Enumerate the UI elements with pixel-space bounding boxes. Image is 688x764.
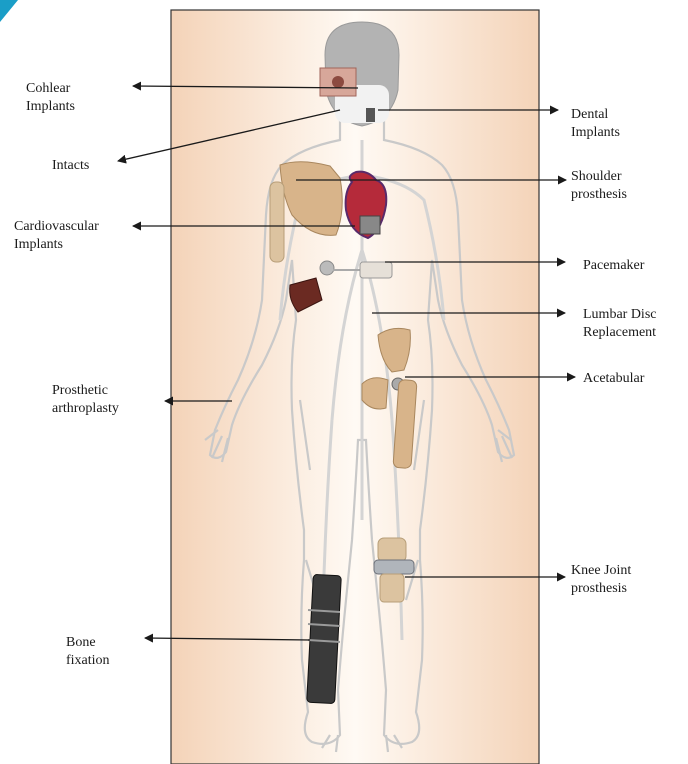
pacemaker-image	[360, 262, 392, 278]
pacemaker-lead-ball	[320, 261, 334, 275]
label-cochlear-implants: Cohlear Implants	[26, 80, 75, 116]
label-prosthetic-arthroplasty: Prosthetic arthroplasty	[52, 382, 119, 418]
label-shoulder-prosthesis: Shoulder prosthesis	[571, 168, 627, 204]
knee-joint-image	[374, 560, 414, 574]
label-dental-implants: Dental Implants	[571, 106, 620, 142]
label-bone-fixation: Bone fixation	[66, 634, 110, 670]
label-acetabular: Acetabular	[583, 370, 644, 388]
label-lumbar-disc-replacement: Lumbar Disc Replacement	[583, 306, 656, 342]
corner-accent	[0, 0, 18, 22]
label-pacemaker: Pacemaker	[583, 257, 644, 275]
acetabular-cup-image	[362, 378, 388, 409]
label-knee-joint-prosthesis: Knee Joint prosthesis	[571, 562, 631, 598]
label-cardiovascular-implants: Cardiovascular Implants	[14, 218, 99, 254]
bone-fixation-rod-image	[307, 574, 342, 703]
cardiac-device-image	[360, 216, 380, 234]
label-intacts: Intacts	[52, 157, 89, 175]
knee-femur-image	[378, 538, 406, 562]
humerus-bone	[270, 182, 284, 262]
knee-tibia-image	[380, 574, 404, 602]
dental-implant-image	[366, 108, 375, 122]
cochlear-coil	[332, 76, 344, 88]
